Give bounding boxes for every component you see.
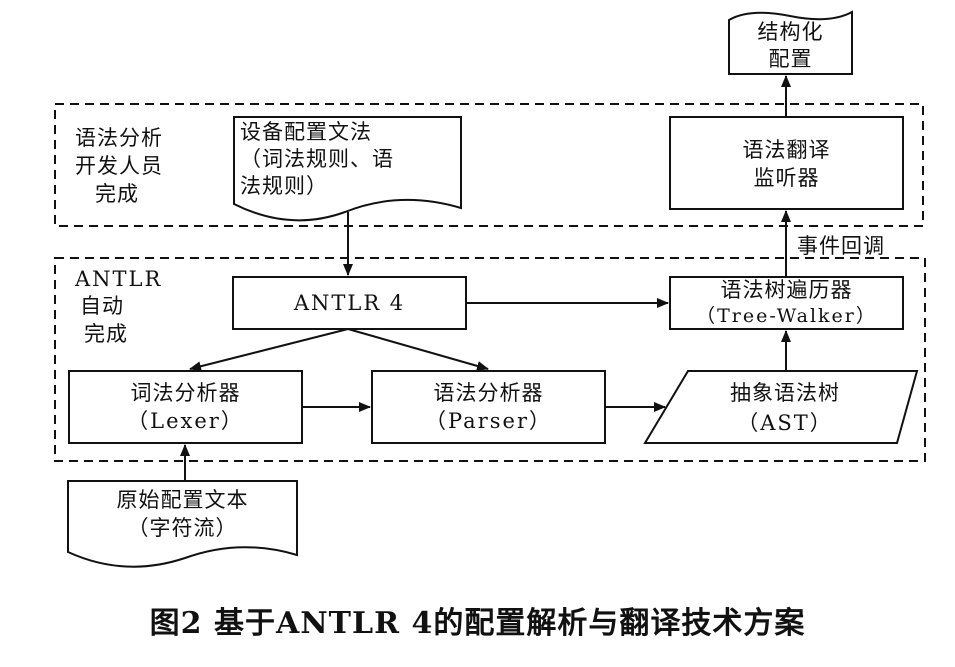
group-antlr-label-line3: 完成 — [84, 322, 128, 346]
group-antlr-box — [54, 257, 926, 462]
grammar-doc-shape — [233, 116, 462, 222]
group-antlr-label-line2: 自动 — [80, 294, 124, 318]
antlr4-shape — [232, 276, 467, 330]
structured-config-line2: 配置 — [768, 47, 813, 71]
event-callback-label: 事件回调 — [797, 234, 885, 258]
grammar-doc-line2: （词法规则、语 — [240, 147, 394, 171]
ast-line2: （AST） — [737, 411, 833, 435]
raw-text-line1: 原始配置文本 — [116, 488, 249, 512]
antlr4-label: ANTLR 4 — [293, 291, 406, 315]
tree-walker-shape — [669, 276, 904, 330]
arrow-antlr-to-parser — [347, 328, 489, 371]
grammar-doc-line1: 设备配置文法 — [240, 120, 372, 144]
figure-caption: 图2 基于ANTLR 4的配置解析与翻译技术方案 — [149, 606, 806, 641]
structured-config-line1: 结构化 — [757, 20, 824, 44]
tree-walker-line1: 语法树遍历器 — [720, 278, 853, 302]
parser-line2: （Parser） — [425, 409, 552, 433]
lexer-line1: 词法分析器 — [130, 381, 241, 405]
parser-shape — [371, 370, 606, 444]
translate-listener-line1: 语法翻译 — [742, 138, 831, 162]
lexer-line2: （Lexer） — [127, 409, 244, 433]
parser-line1: 语法分析器 — [433, 381, 544, 405]
group-antlr-label-line1: ANTLR — [75, 267, 163, 291]
raw-text-line2: （字符流） — [127, 516, 238, 540]
grammar-doc-line3: 法规则） — [240, 174, 328, 198]
arrow-antlr-to-lexer — [189, 328, 349, 372]
ast-line1: 抽象语法树 — [730, 381, 840, 405]
tree-walker-line2: （Tree-Walker） — [696, 305, 877, 327]
group-developer-label-line3: 完成 — [95, 182, 139, 206]
translate-listener-line2: 监听器 — [753, 166, 820, 190]
ast-shape — [643, 370, 919, 444]
structured-config-shape — [728, 10, 853, 75]
group-developer-label-line1: 语法分析 — [75, 126, 163, 150]
group-developer-label-line2: 开发人员 — [75, 154, 163, 178]
raw-text-doc-shape — [67, 480, 298, 568]
